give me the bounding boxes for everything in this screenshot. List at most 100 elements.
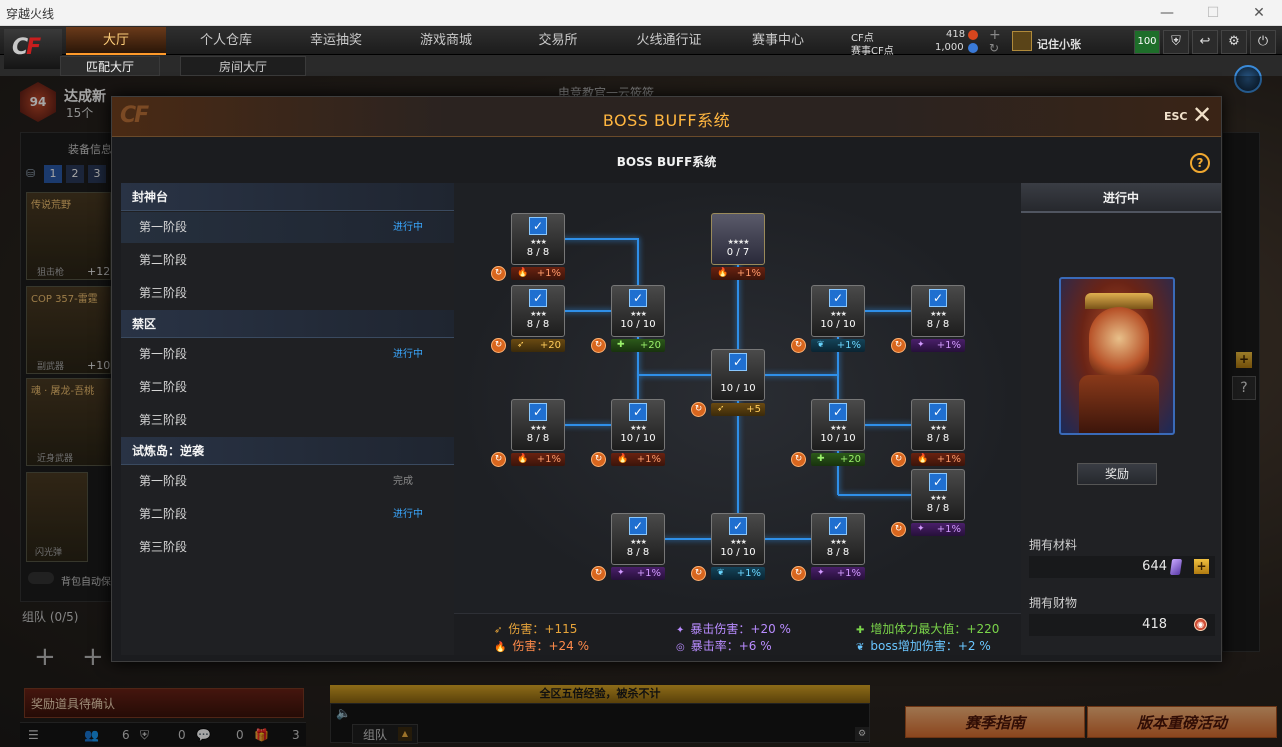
check-icon: ✓ [629, 403, 647, 421]
weapon-card-melee[interactable]: 魂 · 屠龙-吾桃 近身武器 [26, 378, 111, 466]
category-jinqu[interactable]: 禁区 [121, 310, 454, 338]
reward-confirm-bar[interactable]: 奖励道具待确认 [24, 688, 304, 718]
clan-icon[interactable]: ⛨ [140, 728, 150, 742]
nav-tab-pass[interactable]: 火线通行证 [636, 33, 702, 48]
auto-toggle[interactable] [28, 572, 54, 584]
stats-icon[interactable] [1234, 65, 1262, 93]
nav-tab-exchange[interactable]: 交易所 [538, 33, 578, 48]
nav-tab-shop[interactable]: 游戏商城 [419, 33, 472, 48]
check-icon: ✓ [529, 289, 547, 307]
loadout-tab-2[interactable]: 2 [66, 165, 84, 183]
chat-settings-icon[interactable]: ⚙ [855, 727, 869, 741]
upgrade-icon[interactable]: ↻ [691, 402, 706, 417]
back-icon[interactable]: ↩ [1192, 30, 1218, 54]
crit-icon: ✦ [617, 568, 625, 578]
add-member-2-icon[interactable]: + [82, 642, 104, 672]
upgrade-icon[interactable]: ↻ [491, 338, 506, 353]
loadout-tab-3[interactable]: 3 [88, 165, 106, 183]
stage-item[interactable]: 第一阶段进行中 [121, 212, 454, 243]
add-member-1-icon[interactable]: + [34, 642, 56, 672]
subtab-match-lobby[interactable]: 匹配大厅 [60, 56, 160, 76]
minimize-button[interactable]: — [1160, 5, 1174, 21]
clan-count: 0 [178, 728, 186, 742]
check-icon: ✓ [829, 289, 847, 307]
window-title: 穿越火线 [6, 7, 55, 21]
upgrade-icon[interactable]: ↻ [891, 338, 906, 353]
stage-item[interactable]: 第三阶段 [139, 286, 188, 300]
nav-tab-lobby[interactable]: 大厅 [66, 27, 166, 55]
nav-tab-warehouse[interactable]: 个人仓库 [199, 33, 252, 48]
close-window-button[interactable]: ✕ [1253, 5, 1265, 21]
nav-tab-events[interactable]: 赛事中心 [751, 33, 804, 48]
subtab-room-lobby[interactable]: 房间大厅 [180, 56, 306, 76]
fire-icon: 🔥 [717, 268, 729, 278]
username: 记住小张 [1037, 38, 1081, 51]
upgrade-icon[interactable]: ↻ [791, 338, 806, 353]
wealth-value: 418 [1029, 614, 1215, 636]
reward-button[interactable]: 奖励 [1077, 463, 1157, 485]
crit-icon: ✦ [917, 524, 925, 534]
materials-label: 拥有材料 [1029, 538, 1078, 552]
side-help-icon[interactable]: ? [1232, 376, 1256, 400]
match-coin-icon [968, 43, 978, 53]
upgrade-icon[interactable]: ↻ [691, 566, 706, 581]
stage-status: 进行中 [393, 349, 423, 360]
chat-icon[interactable]: 💬 [196, 728, 211, 742]
stage-item[interactable]: 第三阶段 [139, 413, 188, 427]
refresh-cf-icon[interactable]: ↻ [989, 41, 1000, 55]
stage-item[interactable]: 第一阶段进行中 [121, 339, 454, 370]
wings-icon: ❦ [717, 568, 725, 578]
cf-logo: CF [4, 29, 62, 69]
side-add-icon[interactable]: + [1236, 352, 1252, 368]
summary-crit-rate: ◎暴击率：+6 % [676, 639, 772, 653]
modal-close-icon[interactable]: ✕ [1192, 101, 1213, 129]
loadout-tab-1[interactable]: 1 [44, 165, 62, 183]
stage-item[interactable]: 第一阶段完成 [121, 466, 454, 497]
upgrade-icon[interactable]: ↻ [791, 452, 806, 467]
friends-icon[interactable]: 👥 [84, 728, 99, 742]
chat-box[interactable] [330, 703, 870, 743]
upgrade-icon[interactable]: ↻ [591, 338, 606, 353]
upgrade-icon[interactable]: ↻ [591, 566, 606, 581]
upgrade-icon[interactable]: ↻ [791, 566, 806, 581]
gift-icon[interactable]: 🎁 [254, 728, 269, 742]
gear-icon[interactable]: ⚙ [1221, 30, 1247, 54]
grenade-card[interactable]: 闪光弹 [26, 472, 88, 562]
auto-save-label: 背包自动保 [61, 577, 111, 588]
add-cf-icon[interactable]: + [989, 27, 1001, 43]
power-icon[interactable]: ⏻ [1250, 30, 1276, 54]
upgrade-icon[interactable]: ↻ [591, 452, 606, 467]
upgrade-icon[interactable]: ↻ [891, 452, 906, 467]
weapon-card-pistol[interactable]: COP 357-雷霆 副武器 +10 [26, 286, 111, 374]
chat-channel-arrow-icon[interactable]: ▲ [398, 727, 412, 741]
check-icon: ✓ [929, 473, 947, 491]
nav-tab-lottery[interactable]: 幸运抽奖 [309, 33, 362, 48]
season-guide-button[interactable]: 赛季指南 [905, 706, 1085, 738]
modal-cf-logo: CF [120, 103, 149, 128]
friends-count: 6 [122, 728, 130, 742]
stage-item[interactable]: 第三阶段 [139, 540, 188, 554]
speaker-icon[interactable]: 🔈 [336, 706, 351, 720]
shield-icon[interactable]: ⛨ [1163, 30, 1189, 54]
stage-item[interactable]: 第二阶段 [139, 380, 188, 394]
stage-item[interactable]: 第二阶段 [139, 253, 188, 267]
category-shiliandao[interactable]: 试炼岛：逆袭 [121, 437, 454, 465]
upgrade-icon[interactable]: ↻ [491, 452, 506, 467]
help-icon[interactable]: ? [1190, 153, 1210, 173]
stage-status: 进行中 [393, 509, 423, 520]
upgrade-icon[interactable]: ↻ [891, 522, 906, 537]
upgrade-icon[interactable]: ↻ [491, 266, 506, 281]
version-event-button[interactable]: 版本重磅活动 [1087, 706, 1277, 738]
category-fengshentai[interactable]: 封神台 [121, 183, 454, 211]
boss-card [1059, 277, 1175, 435]
add-materials-icon[interactable]: + [1194, 559, 1209, 574]
check-icon: ✓ [629, 289, 647, 307]
weapon-card-sniper[interactable]: 传说荒野 狙击枪 +12 [26, 192, 111, 280]
stage-item[interactable]: 第二阶段进行中 [121, 499, 454, 530]
backpack-icon[interactable]: ⛁ [26, 167, 36, 180]
maximize-button[interactable]: ☐ [1206, 5, 1220, 21]
menu-icon[interactable]: ☰ [28, 728, 39, 742]
buff-tree: ✓ ★★★ 8 / 8 🔥+1% ↻ ★★★★ 0 / 7 🔥+1% ✓ ★★★… [454, 183, 1021, 613]
modal-subtitle: BOSS BUFF系统 [616, 155, 717, 169]
materials-value: 644 [1029, 556, 1215, 578]
